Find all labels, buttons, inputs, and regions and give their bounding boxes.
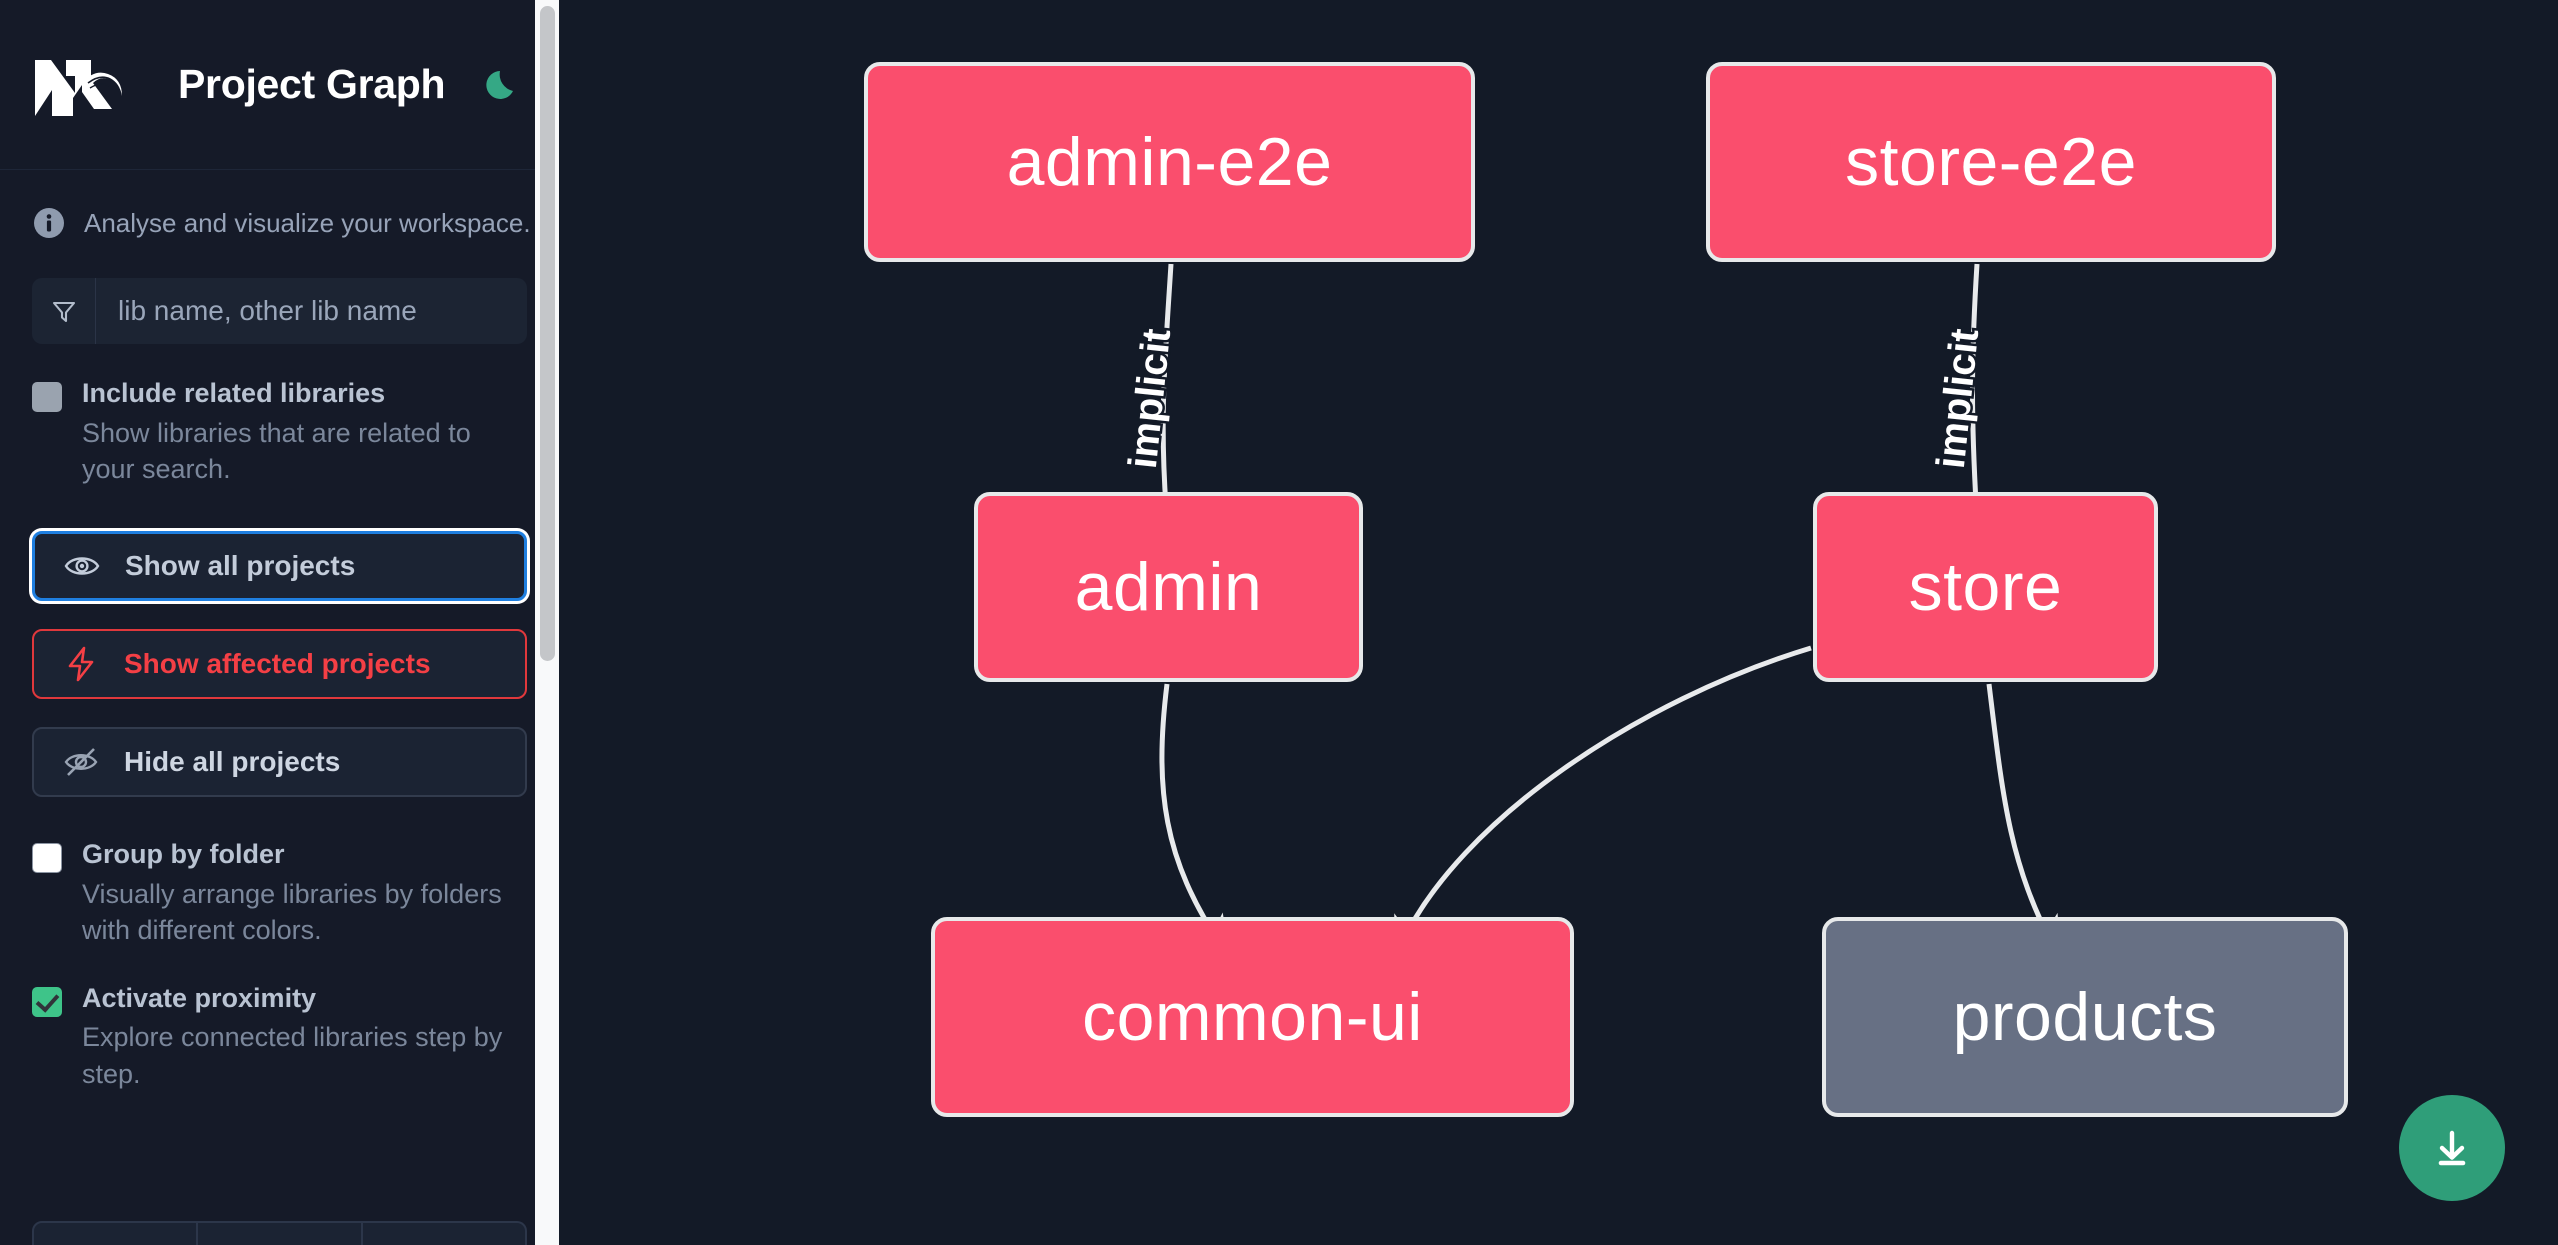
checkbox-include-related-libraries[interactable]	[32, 382, 62, 412]
edge-store-to-products	[1986, 683, 2061, 960]
option-description: Explore connected libraries step by step…	[82, 1022, 503, 1089]
option-activate-proximity[interactable]: Activate proximity Explore connected lib…	[32, 981, 527, 1092]
download-button[interactable]	[2399, 1095, 2505, 1201]
graph-node-common-ui[interactable]: common-ui	[931, 917, 1574, 1117]
edge-label-store-e2e-implicit: implicit	[1926, 324, 1989, 473]
edge-store-to-common-ui	[1394, 645, 1812, 960]
edge-label-admin-e2e-implicit: implicit	[1118, 324, 1181, 473]
edge-store-e2e-to-store	[1955, 263, 1995, 536]
hide-all-projects-button[interactable]: Hide all projects	[32, 727, 527, 798]
option-group-by-folder[interactable]: Group by folder Visually arrange librari…	[32, 837, 527, 948]
eye-off-icon	[62, 743, 100, 781]
nx-logo-icon	[32, 50, 128, 120]
filter-funnel-icon	[32, 278, 96, 344]
option-description: Show libraries that are related to your …	[82, 417, 471, 484]
show-all-projects-label: Show all projects	[125, 550, 356, 582]
graph-node-admin-e2e[interactable]: admin-e2e	[864, 62, 1475, 262]
checkbox-group-by-folder[interactable]	[32, 843, 62, 874]
show-affected-projects-label: Show affected projects	[124, 648, 431, 680]
segment-1[interactable]	[32, 1221, 199, 1245]
graph-node-store-e2e[interactable]: store-e2e	[1706, 62, 2276, 262]
project-graph-canvas[interactable]: implicit implicit admin-e2e store-e2e ad…	[559, 0, 2558, 1245]
sidebar: Project Graph Analyse and visualize your…	[0, 0, 559, 1245]
segmented-control[interactable]	[32, 1221, 527, 1245]
show-affected-projects-button[interactable]: Show affected projects	[32, 629, 527, 700]
sidebar-scrollbar-thumb[interactable]	[540, 6, 555, 661]
page-title: Project Graph	[178, 61, 446, 107]
search-input[interactable]	[96, 278, 527, 344]
graph-node-products[interactable]: products	[1822, 917, 2348, 1117]
segment-2[interactable]	[198, 1221, 363, 1245]
sidebar-body: Include related libraries Show libraries…	[0, 278, 559, 1092]
show-all-projects-button[interactable]: Show all projects	[32, 531, 527, 602]
graph-node-admin[interactable]: admin	[974, 492, 1363, 682]
sidebar-header: Project Graph	[0, 0, 559, 170]
edge-admin-e2e-to-admin	[1145, 263, 1185, 536]
workspace-info: Analyse and visualize your workspace.	[0, 170, 559, 270]
eye-icon	[63, 547, 101, 585]
search-field[interactable]	[32, 278, 527, 344]
svg-text:implicit: implicit	[1929, 327, 1987, 471]
graph-edges: implicit implicit	[1118, 263, 2061, 960]
moon-icon[interactable]	[479, 62, 525, 108]
checkbox-activate-proximity[interactable]	[32, 986, 62, 1017]
segment-3[interactable]	[362, 1221, 527, 1245]
option-description: Visually arrange libraries by folders wi…	[82, 878, 502, 946]
workspace-info-text: Analyse and visualize your workspace.	[84, 207, 531, 238]
option-include-related-libraries[interactable]: Include related libraries Show libraries…	[32, 376, 527, 487]
option-label: Group by folder	[82, 839, 285, 870]
option-label: Activate proximity	[82, 982, 317, 1013]
hide-all-projects-label: Hide all projects	[124, 746, 341, 778]
info-circle-icon	[32, 206, 66, 240]
option-label: Include related libraries	[82, 378, 386, 408]
edge-admin-to-common-ui	[1159, 683, 1230, 959]
svg-text:implicit: implicit	[1121, 327, 1179, 471]
lightning-icon	[62, 645, 100, 683]
download-icon	[2438, 1130, 2466, 1166]
graph-node-store[interactable]: store	[1813, 492, 2158, 682]
sidebar-scrollbar[interactable]	[535, 0, 559, 1245]
